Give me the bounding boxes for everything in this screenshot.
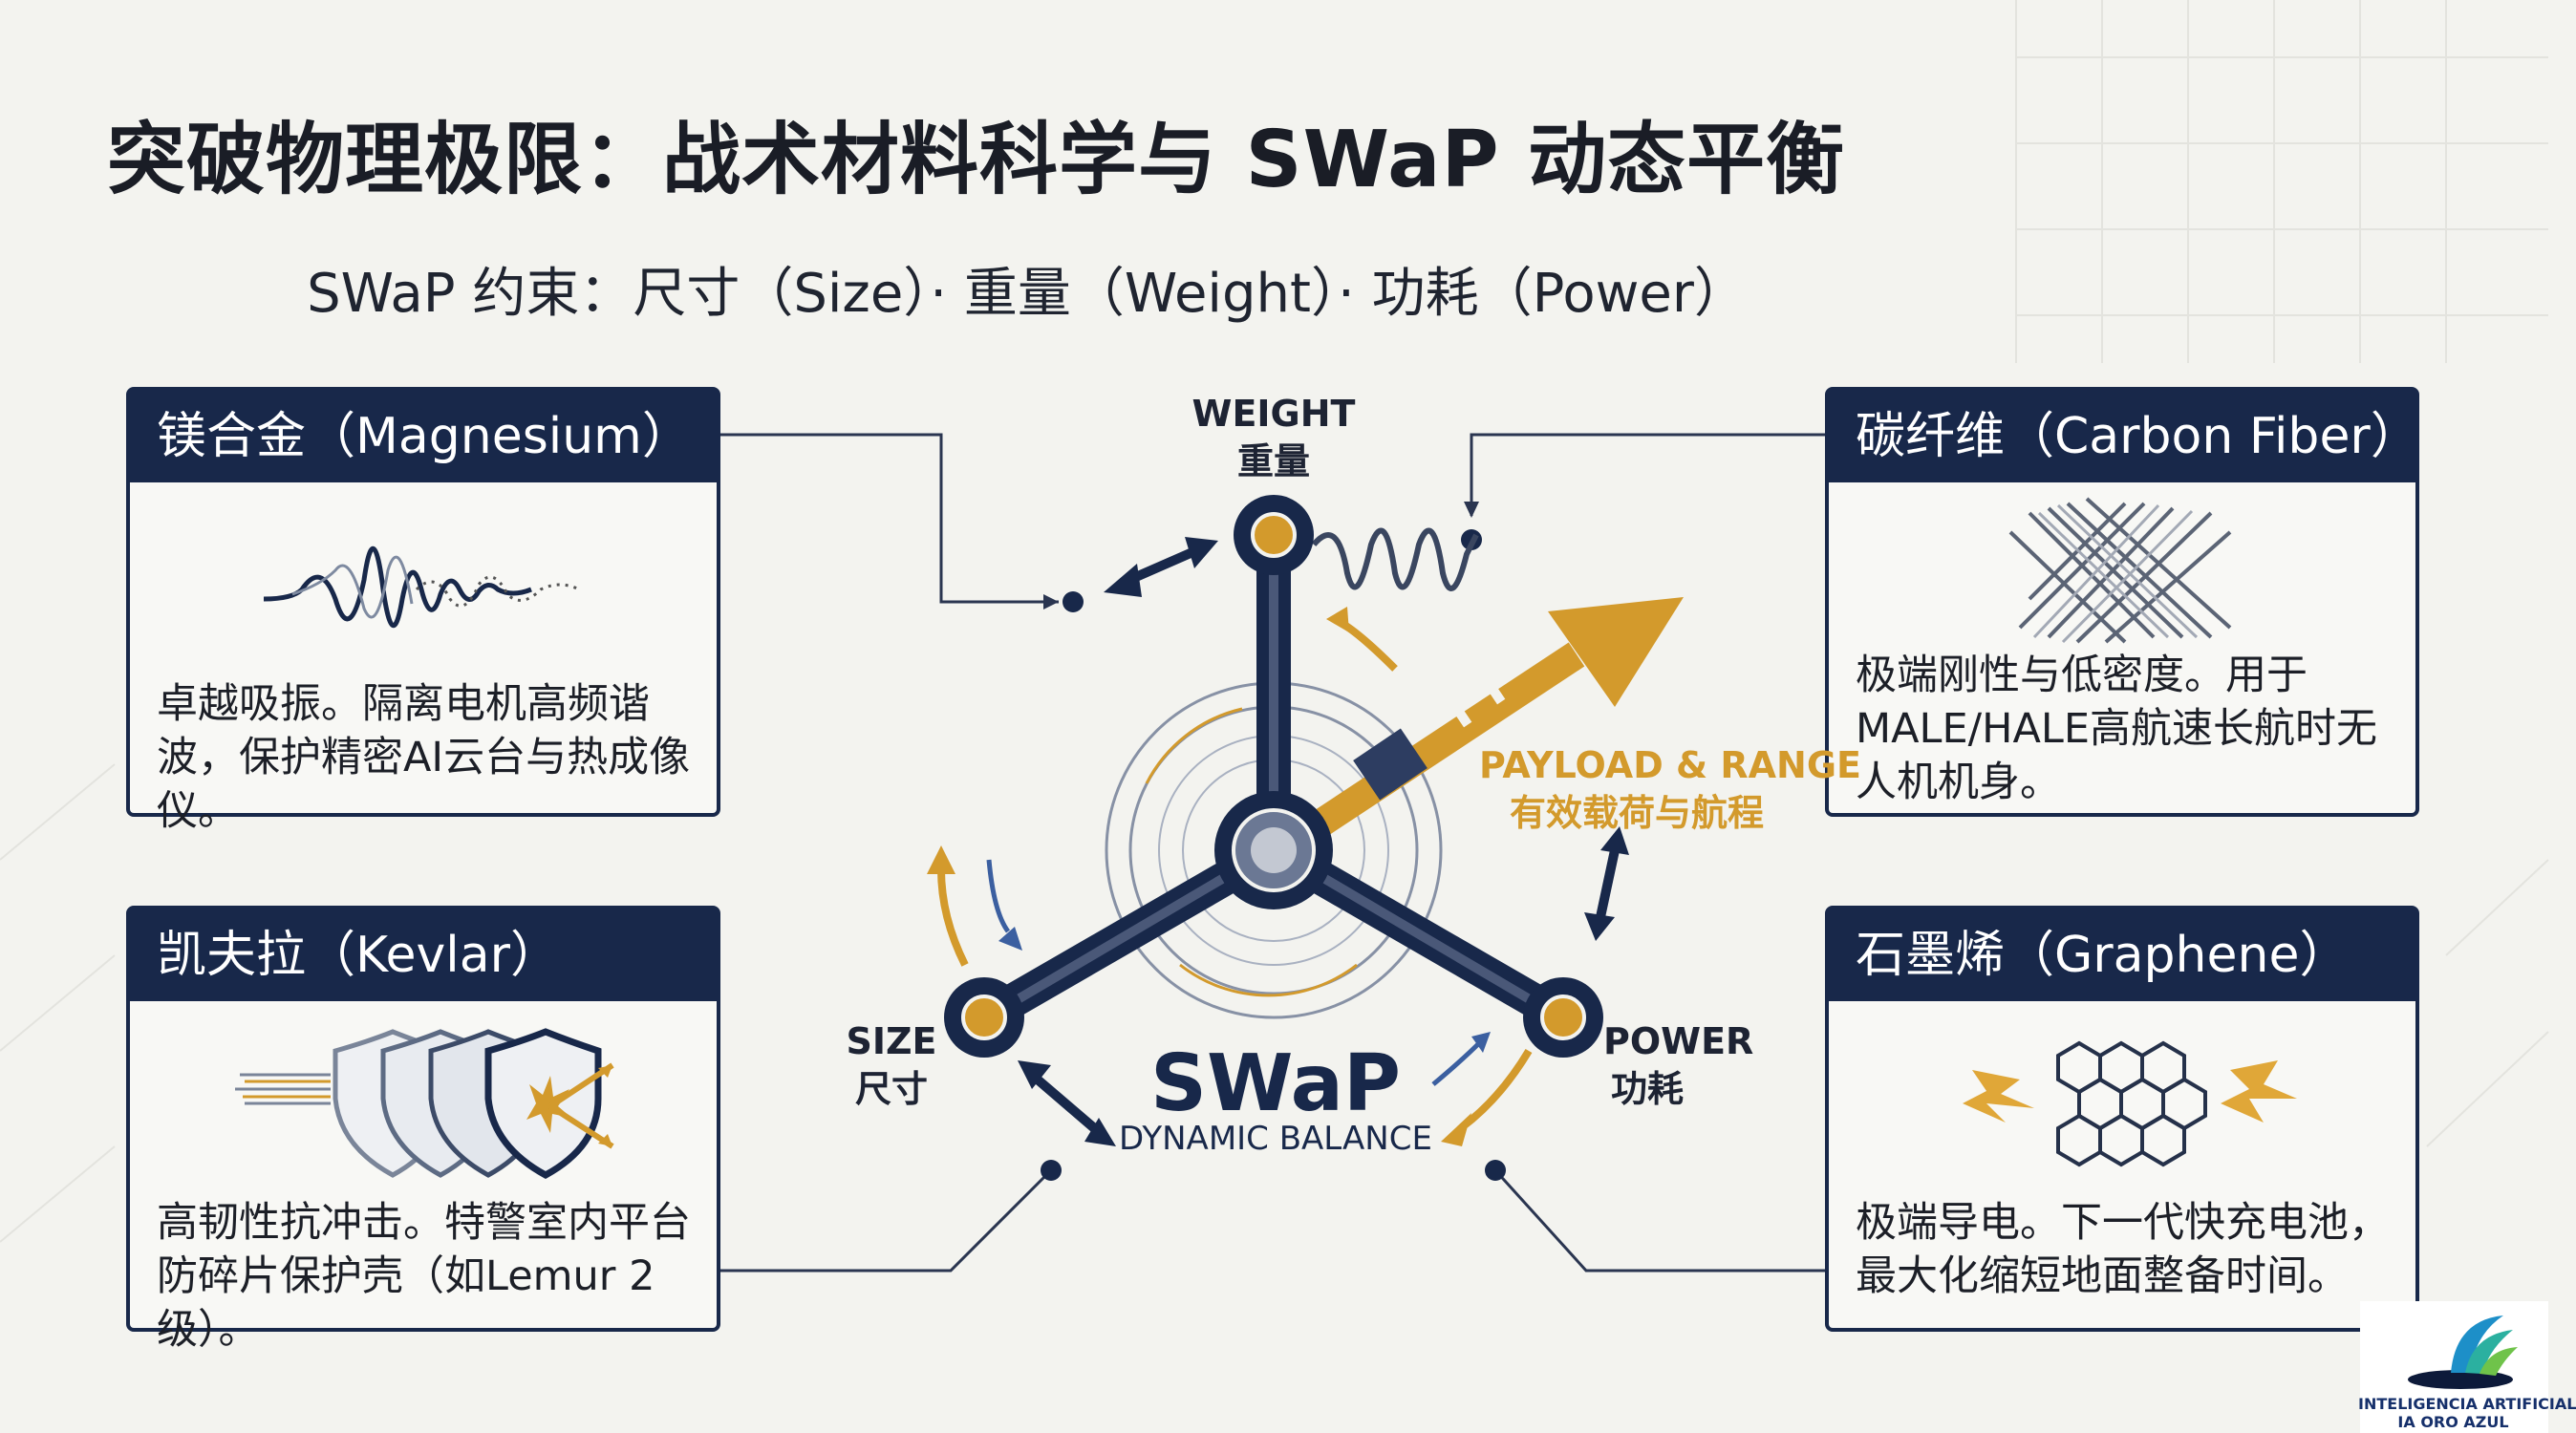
- payload-range-label-en: PAYLOAD & RANGE: [1479, 744, 1861, 786]
- size-label-en: SIZE: [846, 1020, 937, 1062]
- logo-text: INTELIGENCIA ARTIFICIAL IA ORO AZUL: [2358, 1395, 2576, 1431]
- swap-title: SWaP: [1149, 1038, 1401, 1129]
- size-label: SIZE 尺寸: [829, 1017, 954, 1113]
- vibration-wave-icon: [263, 545, 580, 628]
- logo-text-line1: INTELIGENCIA ARTIFICIAL: [2358, 1395, 2576, 1413]
- power-label: POWER 功耗: [1603, 1017, 1766, 1113]
- card-carbon-fiber-heading: 碳纤维（Carbon Fiber）: [1829, 391, 2420, 482]
- weight-label: WEIGHT 重量: [1178, 390, 1369, 485]
- card-graphene-body: 极端导电。下一代快充电池，最大化缩短地面整备时间。: [1856, 1199, 2390, 1300]
- size-label-cn: 尺寸: [854, 1068, 928, 1110]
- card-graphene-heading: 石墨烯（Graphene）: [1829, 909, 2415, 1001]
- page-subtitle: SWaP 约束：尺寸（Size）· 重量（Weight）· 功耗（Power）: [307, 263, 1748, 325]
- graphene-lattice-icon: [1963, 1040, 2297, 1167]
- page-title: 突破物理极限：战术材料科学与 SWaP 动态平衡: [107, 115, 1846, 205]
- logo-mark-icon: [2408, 1315, 2518, 1389]
- power-label-en: POWER: [1603, 1020, 1754, 1062]
- card-magnesium-body: 卓越吸振。隔离电机高频谐波，保护精密AI云台与热成像仪。: [157, 680, 691, 835]
- card-kevlar-heading: 凯夫拉（Kevlar）: [130, 909, 717, 1001]
- card-magnesium-heading: 镁合金（Magnesium）: [130, 391, 717, 482]
- weight-label-en: WEIGHT: [1191, 393, 1356, 435]
- ia-oro-azul-logo: [2360, 1301, 2548, 1433]
- power-label-cn: 功耗: [1611, 1068, 1685, 1110]
- dynamic-balance-label: DYNAMIC BALANCE: [1119, 1120, 1432, 1158]
- carbon-weave-icon: [2008, 497, 2232, 644]
- card-magnesium: 镁合金（Magnesium） 卓越吸振。隔离电机高频谐波，保护精密AI云台与热成…: [126, 387, 720, 835]
- payload-range-label: PAYLOAD & RANGE 有效载荷与航程: [1479, 741, 1861, 837]
- card-kevlar: 凯夫拉（Kevlar） 高韧性抗冲击。特警室内平台防碎片保护壳（如Lemur 2…: [126, 906, 720, 1354]
- logo-text-line2: IA ORO AZUL: [2397, 1413, 2509, 1431]
- card-carbon-fiber-body: 极端刚性与低密度。用于MALE/HALE高航速长航时无人机机身。: [1856, 652, 2378, 806]
- payload-range-label-cn: 有效载荷与航程: [1509, 792, 1764, 834]
- card-graphene: 石墨烯（Graphene） 极端导电。下一代快充电池，最大化缩短地面整备时间。: [1825, 906, 2419, 1332]
- card-carbon-fiber: 碳纤维（Carbon Fiber） 极端刚性与低密度。用于MALE/HALE高航…: [1825, 387, 2420, 817]
- card-kevlar-body: 高韧性抗冲击。特警室内平台防碎片保护壳（如Lemur 2级）。: [157, 1199, 691, 1354]
- weight-label-cn: 重量: [1236, 440, 1310, 482]
- shield-icon: [235, 1028, 614, 1179]
